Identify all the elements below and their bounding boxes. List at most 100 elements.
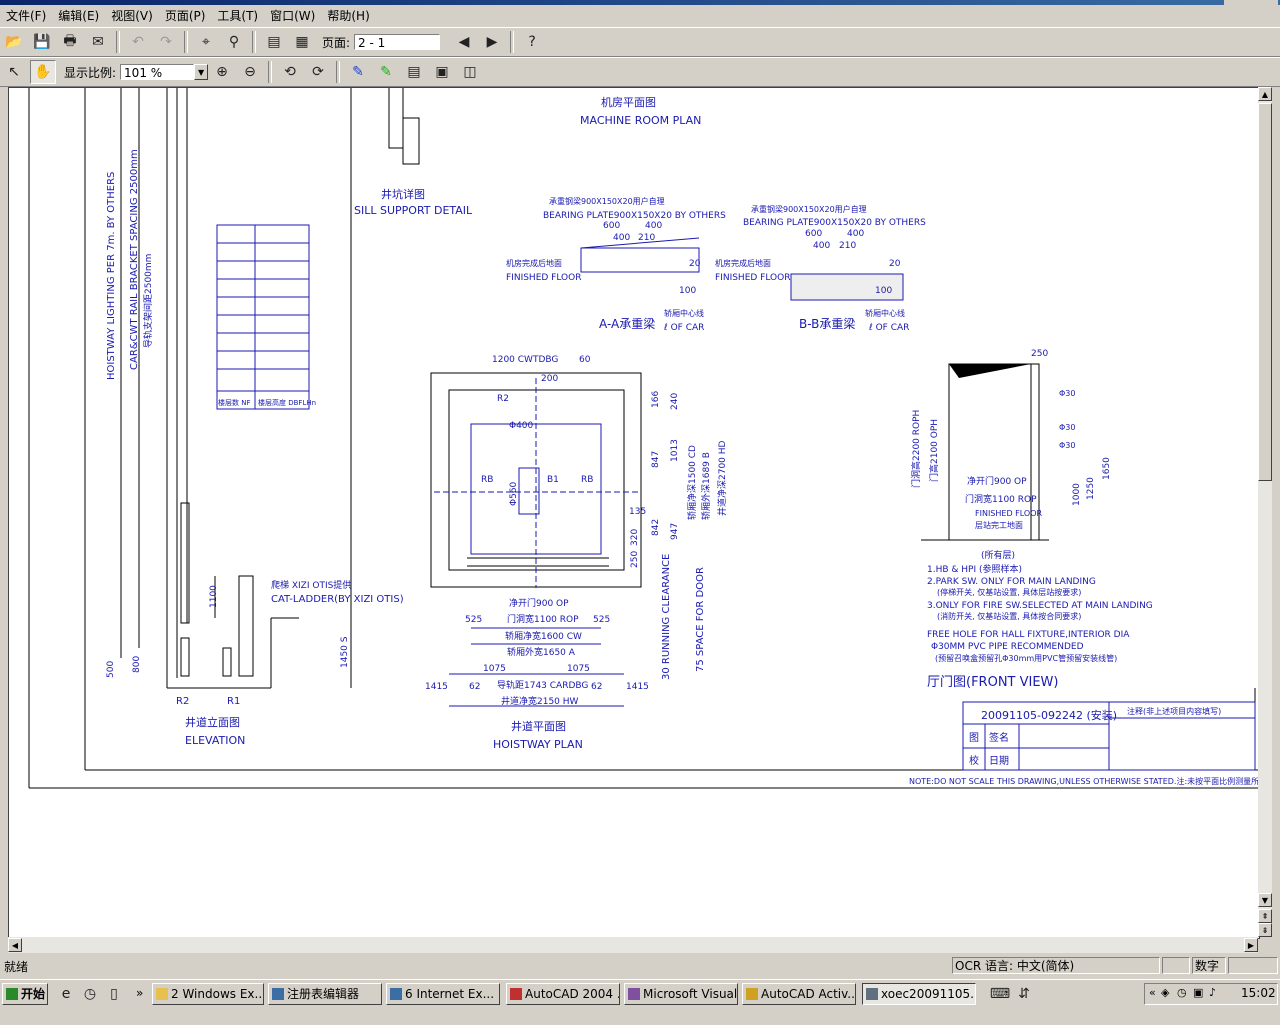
dim-1450: 1450 S [340, 636, 350, 668]
dim-500: 500 [106, 661, 116, 678]
menu-edit[interactable]: 编辑(E) [58, 9, 100, 23]
zoom-out-icon[interactable]: ⊖ [244, 64, 256, 80]
chevron-down-icon[interactable]: ▼ [194, 64, 209, 80]
scroll-down-icon[interactable]: ▼ [1258, 893, 1272, 907]
taskbar-item-label: AutoCAD Activ... [761, 987, 856, 1001]
outlook-quicklaunch-icon[interactable]: ◷ [83, 986, 97, 1002]
next-page-icon[interactable]: ▶ [486, 34, 498, 50]
menu-file[interactable]: 文件(F) [6, 9, 47, 23]
highlighter-icon[interactable]: ✎ [380, 64, 392, 80]
clock[interactable]: 15:02 [1241, 986, 1276, 1000]
door-space-label: 75 SPACE FOR DOOR [695, 567, 706, 672]
taskbar-item-regedit[interactable]: 注册表编辑器 [268, 983, 382, 1005]
menu-window[interactable]: 窗口(W) [270, 9, 316, 23]
note-3-cn: (消防开关, 仅基站设置, 具体按合同要求) [937, 611, 1081, 621]
bearing-en-b: BEARING PLATE900X150X20 BY OTHERS [743, 218, 926, 228]
tray-volume-icon[interactable]: ♪ [1209, 986, 1217, 999]
hd-label: 井道净深2700 HD [716, 440, 728, 516]
block-header: 注释(非上述项目内容填写) [1127, 706, 1221, 716]
horizontal-scrollbar[interactable]: ◀ ▶ [8, 937, 1258, 953]
dim-320: 320 [630, 529, 640, 546]
menu-view[interactable]: 视图(V) [111, 9, 153, 23]
help-doc-icon [746, 988, 758, 1000]
phi400-label: Φ400 [509, 421, 534, 431]
rail-label-cn: 导轨支架间距2500mm [142, 254, 154, 348]
taskbar-item-visual-studio[interactable]: Microsoft Visual... [624, 983, 738, 1005]
system-tray: « ◈ ◷ ▣ ♪ 15:02 [1144, 983, 1278, 1005]
menu-page[interactable]: 页面(P) [164, 9, 206, 23]
page-number-field[interactable]: 2 - 1 [354, 34, 441, 50]
window-controls[interactable] [1224, 0, 1278, 5]
sill-title-cn: 井坑详图 [381, 187, 425, 201]
zoom-in-icon[interactable]: ⊕ [216, 64, 228, 80]
taskbar-item-imaging[interactable]: xoec20091105... [862, 983, 976, 1005]
car-center-cn-a: 轿厢中心线 [664, 308, 704, 318]
zoom-value[interactable]: 101 % [120, 64, 195, 80]
picture-icon[interactable]: ▣ [435, 64, 449, 80]
car-center-en-b: ℓ OF CAR [868, 323, 909, 333]
start-button[interactable]: 开始 [2, 983, 48, 1005]
dim-400-a2: 400 [645, 221, 662, 231]
rotate-right-icon[interactable]: ⟳ [312, 64, 324, 80]
scroll-left-icon[interactable]: ◀ [8, 938, 22, 952]
vertical-scroll-thumb[interactable] [1258, 103, 1272, 481]
b-label: 轿厢外深1689 B [700, 452, 712, 520]
taskbar-item-autocad[interactable]: AutoCAD 2004 ... [506, 983, 620, 1005]
menu-tools[interactable]: 工具(T) [217, 9, 259, 23]
open-folder-icon[interactable]: 📂 [5, 34, 23, 50]
page-up-icon[interactable]: ⇞ [1258, 909, 1272, 923]
document-canvas[interactable]: HOISTWAY LIGHTING PER 7m. BY OTHERS CAR&… [8, 87, 1260, 939]
menu-help[interactable]: 帮助(H) [327, 9, 370, 23]
tray-network-icon[interactable]: ▣ [1193, 986, 1204, 999]
dim-1013: 1013 [670, 439, 680, 462]
dim-1100: 1100 [209, 585, 219, 608]
regedit-icon [272, 988, 284, 1000]
dim-240: 240 [670, 393, 680, 410]
find-binoculars-icon[interactable]: ⚲ [228, 34, 240, 50]
taskbar-item-label: 注册表编辑器 [287, 987, 360, 1001]
page-down-icon[interactable]: ⇟ [1258, 923, 1272, 937]
language-bar-icon[interactable]: ⇵ [1018, 986, 1030, 1002]
block-label-sign: 签名 [989, 731, 1009, 744]
ladder-label-cn: 爬梯 XIZI OTIS提供 [271, 579, 351, 591]
pen-icon[interactable]: ✎ [352, 64, 364, 80]
send-icon[interactable]: ✉ [92, 34, 104, 50]
undo-icon[interactable]: ↶ [132, 34, 144, 50]
taskbar-item-ie[interactable]: 6 Internet Ex... [386, 983, 500, 1005]
dim-200: 200 [541, 374, 558, 384]
dim-600-b: 600 [805, 229, 822, 239]
scroll-up-icon[interactable]: ▲ [1258, 87, 1272, 101]
redo-icon[interactable]: ↷ [160, 34, 172, 50]
taskbar-item-autocad-activex[interactable]: AutoCAD Activ... [742, 983, 856, 1005]
ocr-icon[interactable]: ▤ [267, 34, 281, 50]
help-icon[interactable]: ? [528, 34, 536, 50]
rotate-left-icon[interactable]: ⟲ [284, 64, 296, 80]
ie-quicklaunch-icon[interactable]: e [61, 986, 71, 1002]
taskbar-item-explorer[interactable]: 2 Windows Ex... [152, 983, 264, 1005]
tray-app-icon[interactable]: ◈ [1161, 986, 1170, 999]
note-2-cn: (停梯开关, 仅基站设置, 具体层站按要求) [937, 587, 1081, 597]
taskbar: 开始 e ◷ ▯ » 2 Windows Ex... 注册表编辑器 6 Inte… [0, 979, 1280, 1025]
select-arrow-icon[interactable]: ↖ [8, 64, 20, 80]
num-lock-status: 数字 [1192, 957, 1226, 974]
ocr-word-icon[interactable]: ▦ [295, 34, 309, 50]
scan-icon[interactable]: ⌖ [202, 34, 210, 50]
quicklaunch-more-icon[interactable]: » [136, 986, 144, 1000]
vertical-scrollbar[interactable]: ▲ ▼ ⇞ ⇟ [1258, 87, 1272, 937]
stamp-icon[interactable]: ◫ [463, 64, 477, 80]
save-icon[interactable]: 💾 [33, 34, 51, 50]
prev-page-icon[interactable]: ◀ [458, 34, 470, 50]
tray-expand-icon[interactable]: « [1149, 986, 1156, 999]
visio-quicklaunch-icon[interactable]: ▯ [110, 986, 118, 1002]
keyboard-icon[interactable]: ⌨ [989, 986, 1011, 1002]
op-label: 净开门900 OP [509, 597, 569, 609]
tray-clock-app-icon[interactable]: ◷ [1177, 986, 1187, 999]
print-icon[interactable]: 🖶 [63, 33, 77, 49]
dim-1650: 1650 [1102, 457, 1112, 480]
zoom-select[interactable]: 101 % ▼ [120, 64, 209, 80]
text-note-icon[interactable]: ▤ [407, 64, 421, 80]
dim-166: 166 [651, 391, 661, 408]
scroll-right-icon[interactable]: ▶ [1244, 938, 1258, 952]
hand-pan-icon[interactable]: ✋ [30, 60, 56, 84]
finished-floor-en-b: FINISHED FLOOR [715, 273, 790, 283]
